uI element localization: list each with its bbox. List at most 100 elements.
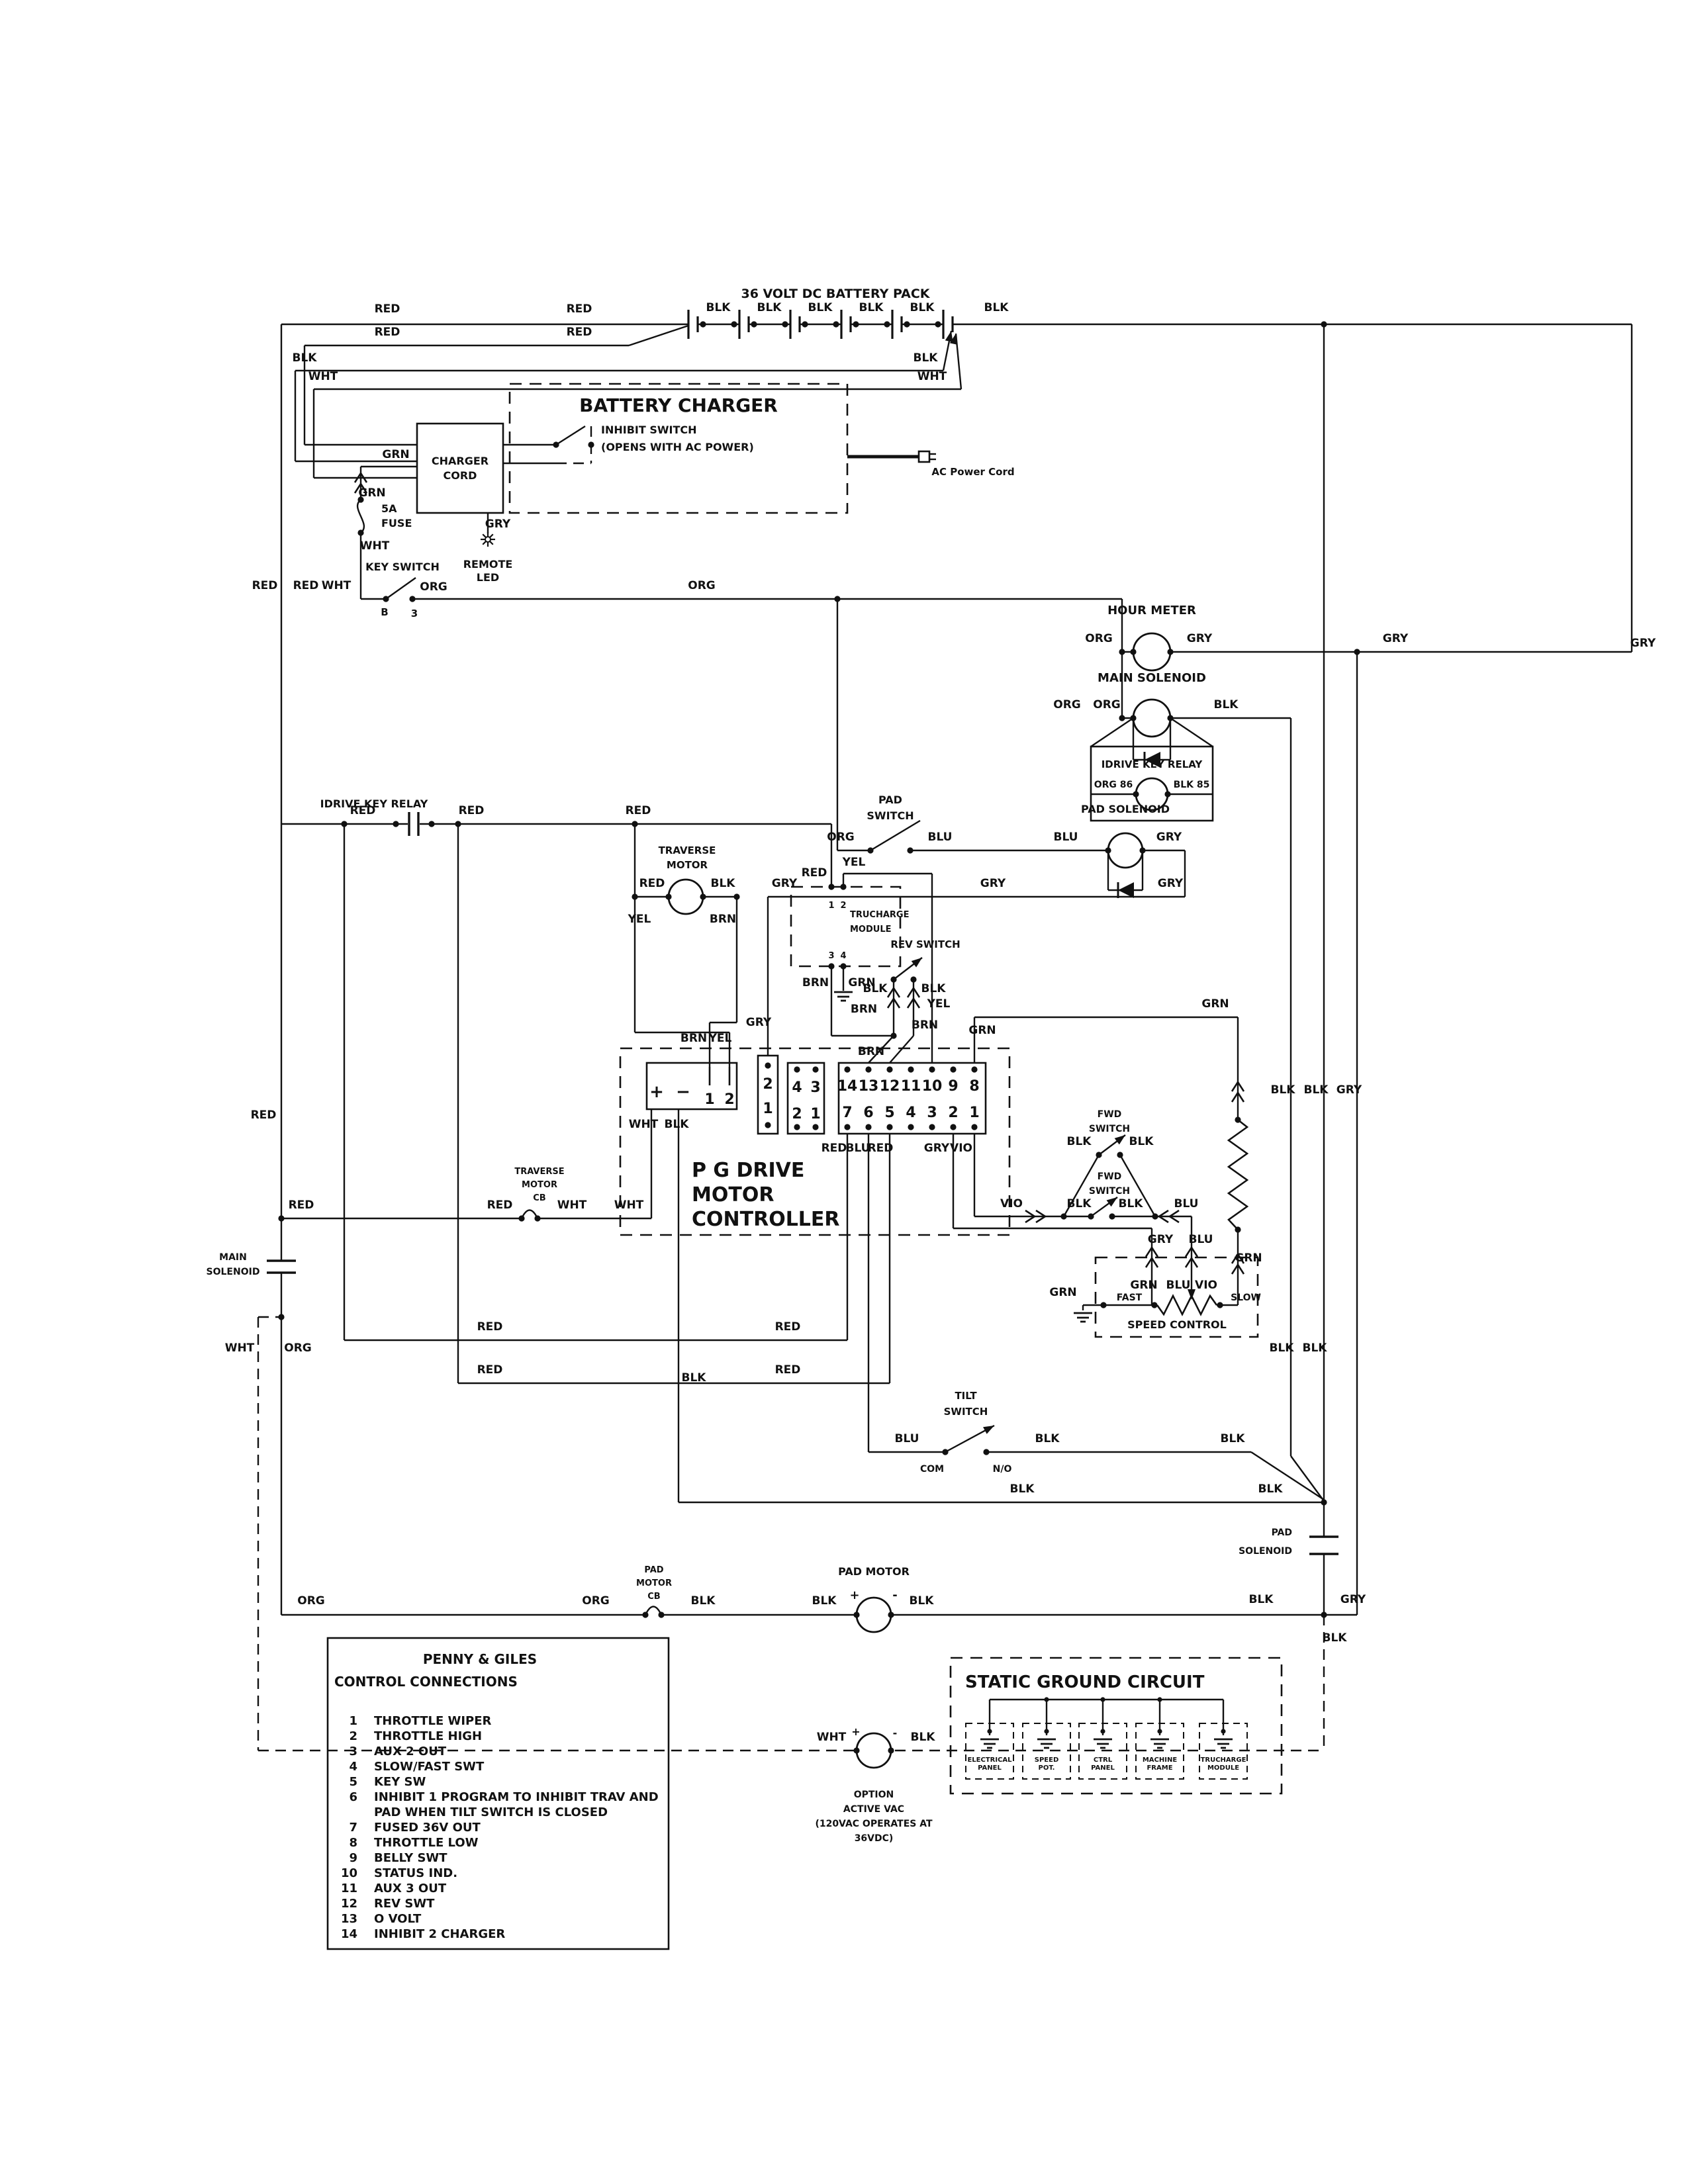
component-label: BLK 85 — [1174, 780, 1210, 790]
static-ground-item-label: CTRL — [1094, 1756, 1113, 1764]
wire-color-label: RED — [477, 1363, 503, 1377]
wire-color-label: ORG — [284, 1342, 312, 1355]
controller-power-terminal: − — [676, 1082, 690, 1102]
controller-pin-number: 7 — [842, 1105, 852, 1121]
component-label: FAST — [1117, 1293, 1143, 1303]
wire-segment — [868, 1035, 894, 1064]
resistor-zigzag — [1227, 1118, 1249, 1230]
wire-color-label: BLK — [808, 301, 833, 314]
junction-dot — [1119, 715, 1125, 721]
arrowhead — [945, 331, 953, 342]
controller-pin-number: 4 — [792, 1079, 802, 1096]
wire-color-label: RED — [487, 1199, 513, 1212]
controller-pin-number: 3 — [810, 1079, 820, 1096]
option-vac-motor — [855, 1732, 892, 1769]
legend-item-text: SLOW/FAST SWT — [374, 1760, 485, 1774]
component-label: TRUCHARGE — [850, 910, 909, 920]
junction-dot — [1354, 649, 1360, 655]
junction-dot — [393, 821, 399, 827]
component-label: 5A — [381, 502, 397, 515]
junction-dot — [971, 1124, 978, 1130]
legend-item-text: PAD WHEN TILT SWITCH IS CLOSED — [374, 1805, 608, 1819]
controller-pin-number: 9 — [948, 1078, 958, 1095]
chevron-connector-mark — [1184, 1246, 1199, 1257]
junction-dot — [278, 1314, 285, 1320]
junction-dot — [534, 1215, 541, 1222]
junction-dot — [1152, 1213, 1158, 1220]
dashed-enclosure-box — [1094, 1256, 1259, 1338]
junction-dot — [455, 821, 461, 827]
wire-segment — [1250, 1451, 1325, 1501]
controller-power-terminal: + — [649, 1082, 664, 1102]
static-ground-item-label: FRAME — [1147, 1764, 1172, 1772]
component-label: SWITCH — [1089, 1186, 1130, 1197]
junction-dot — [840, 963, 847, 970]
component-label: B — [381, 606, 388, 618]
wire-color-label: RED — [626, 804, 651, 817]
junction-dot — [1235, 1116, 1241, 1123]
wire-color-label: BLK — [293, 351, 318, 365]
chevron-connector-mark — [1145, 1246, 1159, 1257]
wire-color-label: RED — [252, 579, 278, 592]
wire-color-label: YEL — [628, 913, 651, 926]
wire-color-label: ORG — [1053, 698, 1081, 711]
junction-dot — [888, 1612, 894, 1618]
wire-color-label: WHT — [614, 1199, 644, 1212]
controller-pin-number: 14 — [837, 1078, 858, 1095]
wire-color-label: BRN — [912, 1019, 938, 1032]
chevron-connector-mark — [353, 482, 368, 494]
symbol-layer — [278, 310, 1360, 1769]
wire-color-label: RED — [567, 302, 592, 316]
controller-pin-number: 12 — [880, 1078, 900, 1095]
component-label: P G DRIVE — [692, 1159, 804, 1182]
component-label: SOLENOID — [1239, 1546, 1292, 1557]
static-ground-item-label: MACHINE — [1143, 1756, 1177, 1764]
wire-color-label: GRY — [772, 877, 798, 890]
junction-dot — [812, 1124, 819, 1130]
junction-dot — [658, 1612, 665, 1618]
controller-pin-number: 2 — [763, 1076, 773, 1093]
wire-color-label: BLK — [910, 1594, 935, 1608]
junction-dot — [553, 441, 559, 448]
junction-dot — [731, 321, 737, 328]
component-label: MAIN — [219, 1252, 247, 1263]
chevron-connector-mark — [1231, 1252, 1245, 1264]
controller-pin-number: 1 — [969, 1105, 979, 1121]
junction-dot — [632, 821, 638, 827]
legend-item-number: 10 — [341, 1866, 357, 1880]
junction-dot — [929, 1066, 935, 1073]
wire-color-label: BLK — [1067, 1135, 1092, 1148]
wire-color-label: RED — [775, 1363, 801, 1377]
static-ground-item-label: PANEL — [1091, 1764, 1115, 1772]
component-label: FWD — [1098, 1109, 1122, 1120]
component-label: BATTERY CHARGER — [579, 394, 778, 416]
junction-dot — [942, 1449, 949, 1455]
component-box — [917, 450, 931, 463]
wire-color-label: RED — [639, 877, 665, 890]
wire-color-label: VIO — [950, 1142, 972, 1155]
junction-dot — [812, 1066, 819, 1073]
remote-led-icon — [482, 541, 487, 545]
wire-color-label: GRN — [382, 448, 409, 461]
wire-color-label: GRY — [1158, 877, 1184, 890]
junction-dot — [834, 596, 841, 602]
component-label: HOUR METER — [1107, 604, 1196, 617]
component-label: REMOTE — [463, 558, 513, 570]
component-label: TILT — [955, 1390, 977, 1402]
wire-color-label: BLK — [1249, 1593, 1274, 1606]
junction-dot — [867, 847, 874, 854]
controller-pin-number: 6 — [863, 1105, 873, 1121]
wire-color-label: GRY — [1383, 632, 1409, 645]
resistor-zigzag — [1156, 1294, 1218, 1316]
junction-dot — [844, 1066, 851, 1073]
wire-color-label: BLK — [921, 982, 947, 995]
legend-item-text: AUX 3 OUT — [374, 1882, 447, 1895]
wire-segment — [1062, 1154, 1100, 1217]
component-box — [757, 1054, 779, 1135]
wire-color-label: BLK — [1067, 1197, 1092, 1210]
junction-dot — [733, 893, 740, 900]
chevron-connector-mark — [1231, 1091, 1245, 1103]
wire-color-label: VIO — [1000, 1197, 1023, 1210]
legend-item-number: 7 — [349, 1821, 357, 1835]
junction-dot — [929, 1124, 935, 1130]
